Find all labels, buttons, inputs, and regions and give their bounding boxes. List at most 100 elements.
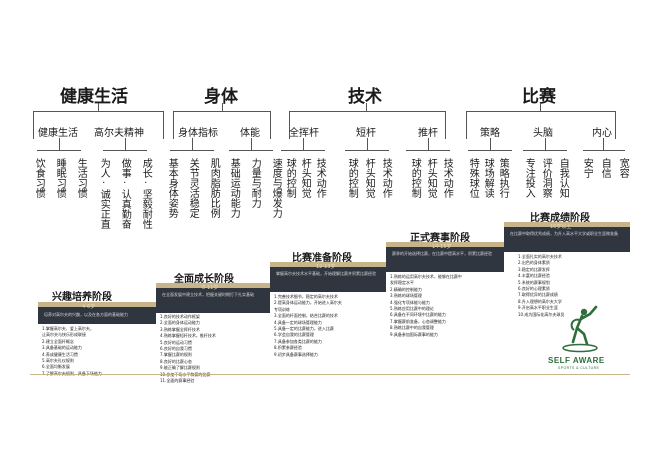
- leaf-label: 特殊球位: [467, 158, 479, 198]
- stage-goal: 6.良好的自我习惯: [160, 346, 192, 352]
- stage-description: 在比赛中取得优秀成绩，为升入高水平大学或职业生涯做准备: [510, 231, 618, 236]
- stage-goal: 4.强化专项体能与能力: [390, 299, 430, 305]
- stage-goals: 1.全面扎实的高尔夫技术 2.出色的身体素质 3.稳定的比赛发挥 4.丰富的比赛…: [518, 254, 564, 318]
- stage-goal: 2.提高身体运动能力，开始进入高尔夫: [274, 300, 342, 306]
- stage-description: 培养对高尔夫的兴趣，以及在各方面的基础能力: [44, 312, 128, 317]
- stage-description: 赛季的开始选择比赛，在比赛中提高水平，积累比赛经验: [392, 251, 492, 256]
- stage-goal: 3.熟练的球场管理: [390, 293, 422, 299]
- stage-title: 比赛准备阶段: [292, 253, 352, 264]
- stage-goal: 11.全面的赛事经验: [160, 378, 195, 384]
- stage-goal: 7.了解高尔夫规则，具备下场能力: [42, 371, 102, 377]
- subcategory-label: 身体指标: [178, 128, 218, 139]
- stage-title: 全面成长阶段: [174, 274, 234, 285]
- category-title: 技术: [348, 87, 382, 107]
- stage-goal: 2.建立全面杆概念: [42, 338, 74, 344]
- leaf-label: 球的控制: [409, 158, 421, 198]
- stage-goal: 发挥稳定水平: [390, 280, 414, 286]
- stage-goal: 2.全面的身体运动能力: [160, 320, 200, 326]
- stage-goal: 8.熟练比赛中的自我管理: [390, 325, 434, 331]
- logo-tagline: SPORTS & CULTURE: [558, 366, 600, 370]
- stage-step: [38, 302, 156, 324]
- leaf-label: 成长·坚毅耐性: [140, 158, 152, 229]
- stage-goal: 5.系统的赛事规划: [518, 279, 550, 285]
- leaf-label: 技术动作: [380, 158, 392, 198]
- stage-goal: 4.熟练掌握短杆技术，推杆技术: [160, 333, 216, 339]
- stage-goals: 1.熟练的运用高尔夫技术，能够在比赛中 发挥稳定水平 2.精确的控制能力 3.熟…: [390, 274, 462, 338]
- subcategory-label: 策略: [480, 128, 500, 139]
- leaf-label: 基础运动能力: [228, 158, 240, 218]
- subcategory-label: 头脑: [533, 128, 553, 139]
- stage-goal: 7.取得优异的比赛成绩: [518, 292, 558, 298]
- subcategory-label: 全挥杆: [289, 128, 319, 139]
- stage-step: [270, 262, 386, 292]
- stage-goal: 3.全面的杆面控制，结合比赛的技术: [274, 313, 338, 319]
- stage-age: 8-11岁: [202, 285, 219, 291]
- stage-goals: 1.完善技术细节，稳定的高尔夫技术 2.提高身体运动能力，开始进入高尔夫 专项训…: [274, 294, 342, 358]
- golfer-icon: [562, 305, 598, 353]
- leaf-label: 自我认知: [557, 158, 569, 198]
- leaf-label: 球场解读: [482, 158, 494, 198]
- leaf-label: 自信: [599, 158, 611, 178]
- stage-step: [504, 222, 630, 252]
- category-title: 比赛: [522, 87, 556, 107]
- stage-step: [156, 283, 270, 313]
- stage-goal: 1.熟练的运用高尔夫技术，能够在比赛中: [390, 274, 462, 279]
- leaf-label: 睡眠习惯: [54, 158, 66, 198]
- leaf-label: 做事·认真勤奋: [119, 158, 131, 229]
- stage-goal: 5.良好的运动习惯: [160, 339, 192, 345]
- leaf-label: 力量与耐力: [249, 158, 261, 208]
- stage-goal: 3.具备基础的运动能力: [42, 345, 82, 351]
- stage-goal: 1.良好的技术动作框架: [160, 314, 200, 319]
- leaf-label: 安宁: [581, 158, 593, 178]
- stage-goal: 2.出色的身体素质: [518, 260, 550, 266]
- stage-goal: 3.稳定的比赛发挥: [518, 266, 550, 272]
- stage-goals: 1.掌握高尔夫、爱上高尔夫， 让高尔夫与快乐形成联接 2.建立全面杆概念 3.具…: [42, 326, 102, 377]
- stage-goal: 1.全面扎实的高尔夫技术: [518, 254, 562, 259]
- category-title: 身体: [204, 87, 238, 107]
- leaf-label: 宽容: [617, 158, 629, 178]
- stage-goal: 5.高尔夫礼仪规则: [42, 358, 74, 364]
- stage-goal: 3.熟练掌握全挥杆技术: [160, 326, 200, 332]
- leaf-label: 饮食习惯: [33, 158, 45, 198]
- stage-goal: 4.丰富的比赛经验: [518, 273, 550, 279]
- leaf-label: 杆头知觉: [299, 158, 311, 198]
- stage-goal: 9.初步具备赛事选择能力: [274, 351, 318, 357]
- baseline-divider: [30, 374, 630, 375]
- leaf-label: 技术动作: [441, 158, 453, 198]
- subcategory-label: 高尔夫精神: [94, 128, 144, 139]
- stage-title: 比赛成绩阶段: [530, 213, 590, 224]
- leaf-label: 基本身体姿势: [166, 158, 178, 218]
- leaf-label: 专注投入: [523, 158, 535, 198]
- stage-age: 14-15岁: [432, 244, 452, 250]
- stage-goal: 9.能正确了解比赛规则: [160, 365, 200, 371]
- stage-step: [386, 242, 504, 272]
- stage-goal: 10.成为国际化高尔夫球员: [518, 311, 565, 317]
- stage-goal: 4.具备一定的球场管理能力: [274, 319, 322, 325]
- stage-goal: 5.熟练应用比赛中的理论: [390, 306, 434, 312]
- leaf-label: 关节灵活稳定: [187, 158, 199, 218]
- stage-age: 16岁以上: [550, 224, 572, 230]
- leaf-label: 技术动作: [314, 158, 326, 198]
- stage-goal: 9.开启高水平职业生涯: [518, 305, 558, 311]
- stage-description: 掌握高尔夫技术水平基础，开始理解比赛并积累比赛经验: [276, 271, 376, 276]
- leaf-label: 速度与爆发力: [270, 158, 282, 218]
- stage-goal: 5.具备一定的比赛能力，进入比赛: [274, 326, 334, 332]
- stage-goal: 2.精确的控制能力: [390, 286, 422, 292]
- stage-goal: 专项训练: [274, 306, 290, 312]
- leaf-label: 球的控制: [284, 158, 296, 198]
- stage-goal: 7.具备参加各类比赛的能力: [274, 338, 322, 344]
- leaf-label: 为人·诚实正直: [98, 158, 110, 229]
- leaf-label: 杆头知觉: [425, 158, 437, 198]
- subcategory-label: 内心: [592, 128, 612, 139]
- subcategory-label: 健康生活: [38, 128, 78, 139]
- stage-age: 12-13岁: [316, 264, 336, 270]
- subcategory-label: 推杆: [418, 128, 438, 139]
- leaf-label: 球的控制: [346, 158, 358, 198]
- stage-title: 兴趣培养阶段: [52, 292, 112, 303]
- leaf-label: 评价洞察: [540, 158, 552, 198]
- stage-goal: 4.养成健康生活习惯: [42, 351, 78, 357]
- stage-title: 正式赛事阶段: [410, 233, 470, 244]
- logo-name: SELF AWARE: [548, 356, 605, 365]
- stage-goal: 7.掌握比赛的规则: [160, 352, 192, 358]
- leaf-label: 策略执行: [497, 158, 509, 198]
